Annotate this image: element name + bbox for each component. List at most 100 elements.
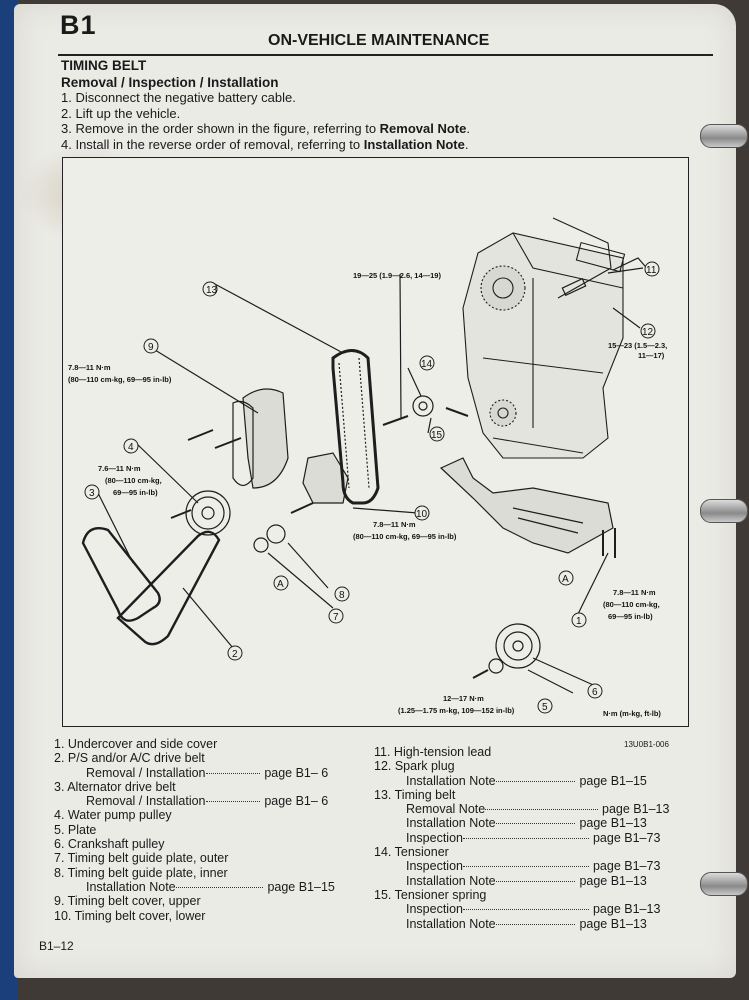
legend-item: 14. Tensioner (374, 845, 669, 859)
water-pump-pulley (185, 490, 231, 536)
svg-text:7: 7 (333, 612, 339, 623)
svg-text:6: 6 (592, 687, 598, 698)
svg-text:10: 10 (416, 509, 428, 520)
page-reference: page B1–15 (267, 879, 335, 894)
alternator-drive-belt (81, 526, 161, 622)
callout-13: 13 (202, 281, 218, 297)
torque-specs: 19—25 (1.9—2.6, 14—19) 15—23 (1.5—2.3, 1… (68, 271, 667, 718)
step-2: 2. Lift up the vehicle. (61, 105, 181, 121)
dot-leader (495, 923, 576, 925)
page-number: B1–12 (39, 939, 74, 953)
procedure-steps: 1. Disconnect the negative battery cable… (61, 90, 470, 152)
binder-ring-middle (700, 499, 748, 523)
legend-label: 14. Tensioner (374, 845, 449, 860)
svg-text:A: A (277, 579, 284, 590)
legend-item: 2. P/S and/or A/C drive belt (54, 751, 335, 765)
legend-label: 2. P/S and/or A/C drive belt (54, 751, 205, 766)
page-reference: page B1–13 (602, 802, 670, 817)
dot-leader (462, 837, 589, 839)
dot-leader (462, 866, 589, 868)
legend-item: 10. Timing belt cover, lower (54, 909, 335, 923)
dot-leader (495, 880, 576, 882)
dot-leader (205, 772, 261, 774)
torque-label: 7.8—11 N·m (373, 520, 416, 529)
legend-subitem: Installation Note page B1–13 (374, 816, 669, 830)
torque-label: 69—95 in-lb) (113, 488, 158, 497)
legend-subitem: Inspection page B1–13 (374, 902, 669, 916)
units-note: N·m (m-kg, ft-lb) (603, 709, 661, 718)
dot-leader (485, 809, 598, 811)
svg-text:4: 4 (128, 442, 134, 453)
callout-14: 14 (419, 355, 435, 371)
dot-leader (205, 801, 261, 803)
legend-item: 15. Tensioner spring (374, 888, 669, 902)
legend-label: 6. Crankshaft pulley (54, 837, 165, 852)
step-4: 4. Install in the reverse order of remov… (61, 136, 469, 152)
page-header-title: ON-VEHICLE MAINTENANCE (268, 32, 490, 49)
page-reference: page B1–13 (579, 816, 647, 831)
legend-label: 1. Undercover and side cover (54, 737, 218, 751)
legend-label: Inspection (406, 902, 463, 917)
legend-item: 11. High-tension lead (374, 745, 669, 759)
section-code: B1 (60, 10, 97, 40)
legend-label: 9. Timing belt cover, upper (54, 894, 201, 909)
legend-item: 8. Timing belt guide plate, inner (54, 866, 335, 880)
page-reference: page B1– 6 (264, 765, 329, 780)
callout-11: 11 (644, 261, 660, 277)
page-reference: page B1–13 (579, 873, 647, 888)
legend-label: 15. Tensioner spring (374, 887, 487, 902)
legend-subitem: Installation Note page B1–15 (54, 880, 335, 894)
legend-item: 5. Plate (54, 823, 335, 837)
legend-label: 7. Timing belt guide plate, outer (54, 851, 229, 866)
callout-8: 8 (334, 586, 350, 602)
torque-label: 12—17 N·m (443, 694, 484, 703)
svg-text:8: 8 (339, 590, 345, 601)
exploded-view-figure: 13 9 4 3 2 7 8 10 14 15 11 12 1 6 5 A A … (62, 157, 689, 727)
legend-item: 13. Timing belt (374, 788, 669, 802)
legend-label: Installation Note (406, 816, 496, 831)
ps-ac-drive-belt (116, 530, 221, 646)
page-reference: page B1–13 (579, 916, 647, 931)
step-1: 1. Disconnect the negative battery cable… (61, 90, 296, 105)
doc-subtitle: Removal / Inspection / Installation (61, 75, 279, 90)
dot-leader (462, 909, 589, 911)
callout-7: 7 (328, 608, 344, 624)
binder-edge (0, 0, 18, 1000)
page-reference: page B1–73 (592, 830, 661, 845)
step-3: 3. Remove in the order shown in the figu… (61, 121, 470, 136)
legend-label: 4. Water pump pulley (54, 808, 172, 823)
legend-label: 5. Plate (54, 822, 97, 837)
torque-label: 7.8—11 N·m (68, 363, 111, 372)
svg-text:13: 13 (206, 285, 218, 296)
timing-belt-diagram: 13 9 4 3 2 7 8 10 14 15 11 12 1 6 5 A A … (68, 217, 667, 718)
guide-plate-inner (266, 524, 286, 544)
callout-6: 6 (587, 683, 603, 699)
undercover (439, 457, 614, 554)
legend-label: Installation Note (86, 879, 176, 894)
timing-belt-cover-lower (302, 452, 349, 504)
page-reference: page B1–73 (592, 859, 661, 874)
torque-label: 7.8—11 N·m (613, 588, 656, 597)
torque-label: (1.25—1.75 m-kg, 109—152 in-lb) (398, 706, 515, 715)
page-reference: page B1–13 (592, 902, 661, 917)
callout-4: 4 (123, 438, 139, 454)
svg-text:12: 12 (642, 327, 654, 338)
callout-numbers: 13 9 4 3 2 7 8 10 14 15 11 12 1 6 5 A A (84, 261, 660, 714)
svg-text:2: 2 (232, 649, 238, 660)
guide-plate-outer (253, 537, 269, 553)
legend-item: 9. Timing belt cover, upper (54, 894, 335, 908)
legend-label: Installation Note (406, 773, 496, 788)
svg-text:1: 1 (576, 616, 582, 627)
timing-belt (331, 349, 380, 505)
callout-5: 5 (537, 698, 553, 714)
dot-leader (495, 823, 576, 825)
spark-plug (561, 277, 587, 297)
doc-title: TIMING BELT (61, 58, 147, 73)
legend-label: Installation Note (406, 873, 496, 888)
